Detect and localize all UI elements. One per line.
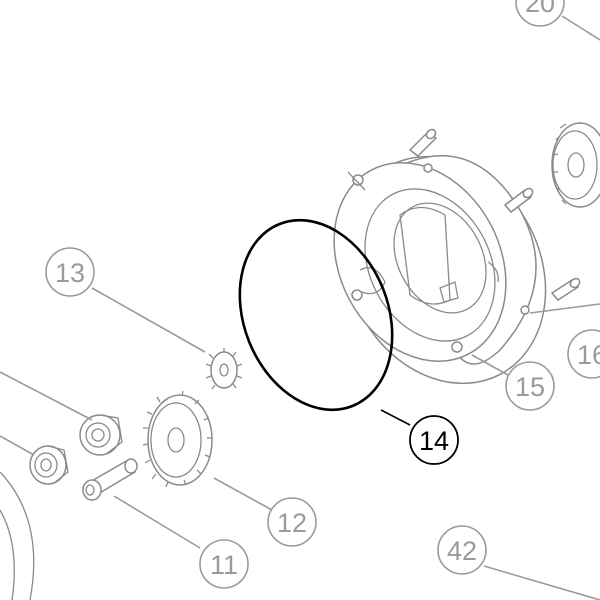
callout-14: 14 [409,415,459,465]
callout-15: 15 [505,361,555,411]
screw-right-lower [551,277,581,301]
callout-13: 13 [45,247,95,297]
callout-20-label: 20 [525,0,555,18]
callout-12: 12 [267,497,317,547]
callout-15-label: 15 [515,372,545,402]
callout-16: 16 [567,329,600,379]
callout-14-label: 14 [419,426,449,456]
part-14-o-ring [238,218,394,412]
callout-12-label: 12 [277,508,307,538]
callout-20: 20 [515,0,565,27]
left-housing-outline [0,471,35,600]
callout-13-label: 13 [55,258,85,288]
callout-42-label: 42 [447,536,477,566]
part-13-pinion-gear [205,348,243,390]
part-16-small-ring [520,305,530,315]
bearing-upper [79,414,123,456]
part-12-spur-gear [142,390,213,488]
bearing-lower [29,445,69,485]
callout-16-label: 16 [577,340,600,370]
gear-top-right [551,122,600,208]
screw-right-upper [504,187,534,213]
callout-11: 11 [199,539,249,589]
callout-42: 42 [437,525,487,575]
screw-top [409,128,437,157]
leader-lines [0,15,600,600]
part-11-shaft [82,458,138,501]
callout-11-label: 11 [210,550,238,580]
